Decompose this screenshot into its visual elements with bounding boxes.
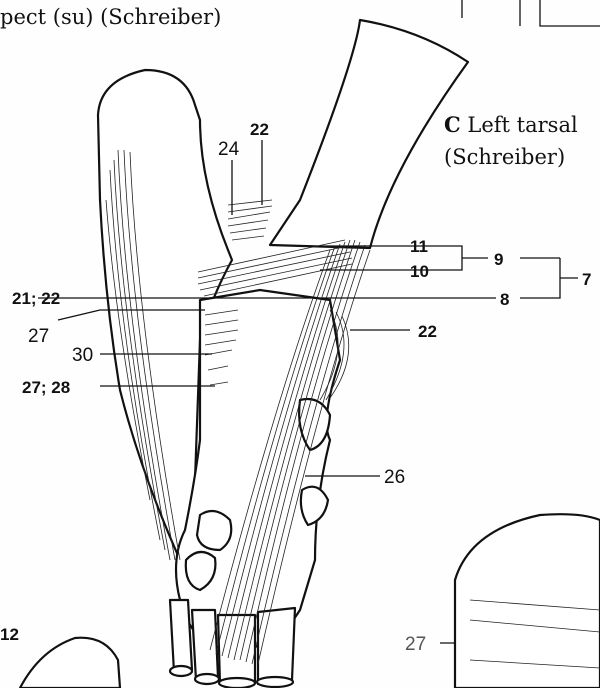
metatarsal-end: [257, 677, 293, 687]
metatarsal-bone: [170, 600, 192, 672]
label-27-right: 27: [405, 634, 426, 655]
metatarsal-bone: [192, 610, 218, 680]
adjacent-bone: [455, 514, 600, 688]
label-27-28: 27; 28: [22, 378, 70, 397]
metatarsal-end: [195, 674, 219, 684]
label-22-top: 22: [250, 120, 269, 139]
label-9: 9: [494, 250, 503, 269]
label-10: 10: [410, 262, 429, 281]
tarsal-bone: [197, 511, 231, 550]
adjacent-bone-left: [20, 638, 120, 688]
label-21-22: 21; 22: [12, 289, 60, 308]
tarsal-bone: [301, 487, 328, 525]
label-7: 7: [582, 270, 591, 289]
metatarsal-bone: [258, 608, 295, 684]
adjacent-figure-fragment: [462, 0, 600, 26]
label-26: 26: [384, 467, 405, 488]
label-12-edge: 12: [0, 625, 19, 644]
tibia-shaft: [270, 20, 468, 248]
label-24: 24: [218, 139, 240, 160]
label-8: 8: [500, 290, 509, 309]
metatarsal-end: [219, 678, 255, 688]
label-22-right: 22: [418, 322, 437, 341]
metatarsal-end: [170, 666, 192, 676]
label-11: 11: [410, 237, 428, 256]
label-30: 30: [72, 345, 93, 366]
tarsal-block: [176, 290, 340, 655]
label-27: 27: [28, 326, 49, 347]
